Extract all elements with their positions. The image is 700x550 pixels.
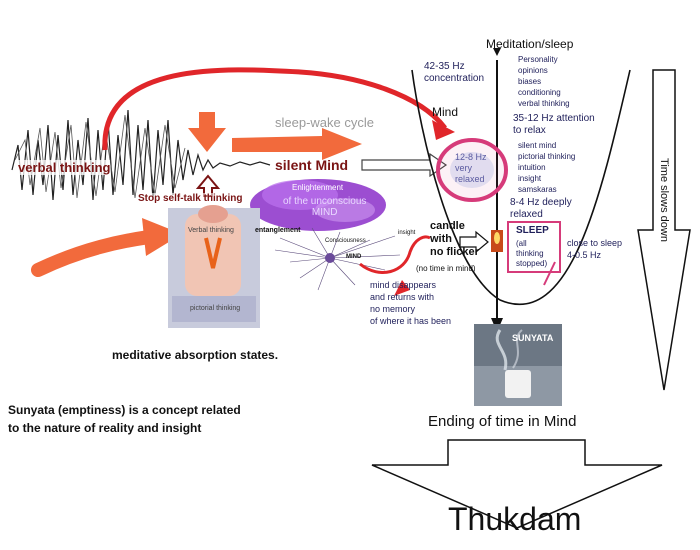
red-curved-arrow bbox=[102, 67, 447, 151]
orange-right-arrow bbox=[232, 128, 362, 160]
sunyata-image-label: SUNYATA bbox=[512, 333, 554, 343]
candle-flame bbox=[494, 232, 500, 244]
ending-of-time-label: Ending of time in Mind bbox=[428, 413, 577, 430]
throat-neck bbox=[185, 214, 241, 296]
meditative-absorption-label: meditative absorption states. bbox=[112, 348, 279, 362]
hz-8-4-label: 8-4 Hz deeply relaxed bbox=[510, 197, 572, 220]
mind-label: Mind bbox=[432, 105, 459, 119]
sunyata-smoke-2 bbox=[512, 329, 523, 369]
big-orange-arrowhead bbox=[142, 218, 182, 256]
verbal-thinking-small-label: Verbal thinking bbox=[188, 227, 234, 234]
sleep-tick bbox=[543, 261, 556, 286]
top-arrow bbox=[493, 48, 501, 56]
thukdam-arrow bbox=[371, 439, 663, 529]
insight-small-label: insight bbox=[398, 230, 416, 236]
throat-larynx bbox=[204, 237, 222, 269]
orange-down-arrow bbox=[188, 112, 226, 152]
pictorial-thinking-small-label: pictorial thinking bbox=[190, 305, 241, 312]
candle-arrow bbox=[459, 230, 489, 254]
mind-node bbox=[325, 253, 335, 263]
thukdam-label: Thukdam bbox=[448, 501, 582, 537]
close-to-sleep-label: close to sleep 4-0.5 Hz bbox=[567, 238, 623, 260]
mind-small-label: MIND bbox=[346, 254, 362, 260]
red-mind-arrow bbox=[359, 235, 431, 274]
verbal-thinking-label: verbal thinking bbox=[18, 160, 111, 175]
hz-12-8-label: 12-8 Hz very relaxed bbox=[455, 152, 487, 184]
throat-mouth bbox=[198, 205, 228, 223]
mind-states-list: silent mind pictorial thinking intuition… bbox=[518, 141, 576, 194]
sunyata-description: Sunyata (emptiness) is a concept related… bbox=[8, 403, 241, 435]
meditation-sleep-label: Meditation/sleep bbox=[486, 37, 574, 51]
candle-label: candle with no flicker bbox=[430, 220, 479, 258]
unconscious-mind-label: of the unconscious MIND bbox=[283, 196, 367, 218]
entanglement-label: entanglement bbox=[255, 227, 301, 234]
time-slows-down-label: Time slows down bbox=[658, 158, 670, 242]
enlightenment-glow bbox=[262, 180, 338, 210]
brain-wave-scribble-2 bbox=[14, 114, 186, 199]
consciousness-label: Consciousness bbox=[325, 238, 366, 244]
traits-list: Personality opinions biases conditioning… bbox=[518, 55, 570, 108]
time-arrow bbox=[637, 69, 691, 391]
sleep-box bbox=[507, 221, 561, 273]
circle-inner bbox=[450, 152, 494, 188]
hz-35-12-label: 35-12 Hz attention to relax bbox=[513, 113, 595, 136]
sunyata-smoke bbox=[495, 329, 508, 371]
sleep-wake-cycle-label: sleep-wake cycle bbox=[275, 115, 374, 130]
throat-caption-bg bbox=[172, 296, 256, 322]
wave-curve bbox=[411, 69, 631, 306]
enlightenment-glow-2 bbox=[315, 198, 375, 222]
sleep-title: SLEEP bbox=[516, 225, 549, 236]
red-mind-arrowhead bbox=[394, 280, 410, 296]
red-arrowhead bbox=[432, 120, 455, 140]
brain-wave-scribble bbox=[11, 109, 271, 201]
enlightenment-label: Enlightenment bbox=[292, 183, 344, 192]
no-time-label: (no time in mind) bbox=[416, 264, 476, 273]
neuron-web bbox=[274, 227, 401, 291]
sunyata-candle bbox=[505, 370, 531, 398]
silent-mind-label: silent Mind bbox=[275, 157, 349, 173]
sleep-subtitle: (all thinking stopped) bbox=[516, 239, 548, 268]
hz-42-35-label: 42-35 Hz concentration bbox=[424, 61, 485, 84]
stop-self-talk-label: Stop self-talk thinking bbox=[138, 193, 243, 204]
mind-disappears-label: mind disappears and returns with no memo… bbox=[370, 280, 452, 326]
